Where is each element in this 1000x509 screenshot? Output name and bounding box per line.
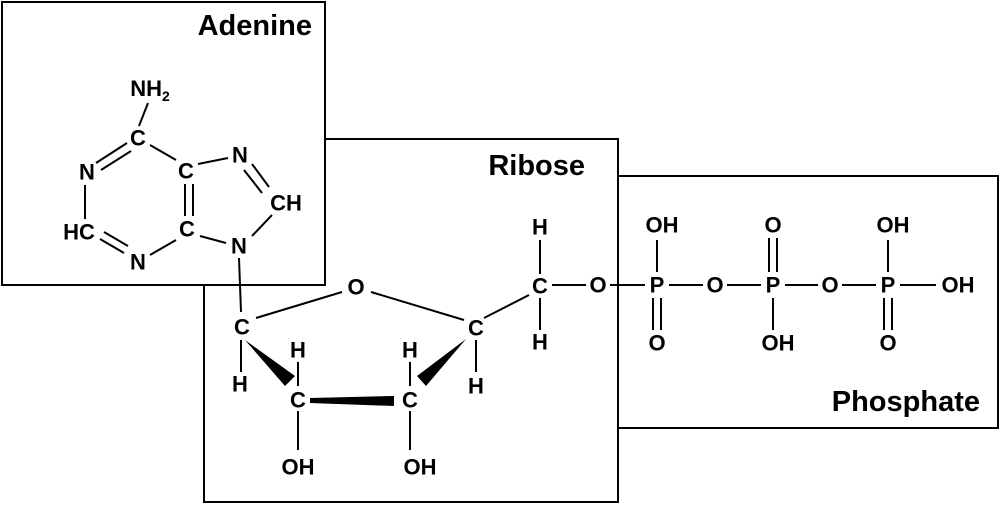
bond-c1-o — [255, 291, 343, 319]
atom-h4: H — [468, 374, 484, 399]
bond-c4-n9 — [199, 235, 227, 244]
atom-c4: C — [468, 316, 484, 341]
bond-n1-c6-b — [100, 150, 132, 171]
ribose-bonds — [240, 240, 586, 450]
atom-h5b: H — [532, 330, 548, 355]
ribose-atoms: O C H H C OH H C OH C H H C H — [232, 215, 548, 480]
atom-h5a: H — [532, 215, 548, 240]
ribose-title: Ribose — [488, 150, 585, 182]
bond-c6-c5 — [149, 144, 177, 161]
atom-c5: C — [532, 274, 548, 299]
atom-p3-oh-top: OH — [877, 213, 910, 238]
atom-h2: H — [290, 338, 306, 363]
bond-c5-n7 — [197, 157, 229, 165]
atom-p1: P — [650, 273, 665, 298]
bond-n7-c8-a — [251, 163, 270, 188]
atom-c4: C — [179, 217, 195, 242]
adenine-title: Adenine — [198, 10, 312, 42]
wedge-c1-c2 — [245, 340, 295, 386]
atom-p1-oh: OH — [646, 213, 679, 238]
atom-c2: C — [290, 388, 306, 413]
atom-c3: C — [402, 388, 418, 413]
atom-oh2: OH — [282, 455, 315, 480]
bond-n3-c4 — [149, 239, 177, 256]
phosphate-bonds — [610, 238, 936, 330]
atom-p3-oh-right: OH — [942, 273, 975, 298]
phosphate-title: Phosphate — [832, 386, 980, 418]
bond-c2-n3-b — [103, 231, 129, 247]
atom-nh2: NH2 — [130, 76, 170, 105]
atom-n9: N — [231, 234, 247, 259]
bold-bond-c2-c3 — [310, 396, 394, 406]
bond-n7-c8-b — [243, 169, 263, 194]
atom-n7: N — [232, 143, 248, 168]
atom-h3: H — [402, 338, 418, 363]
atom-n3: N — [130, 250, 146, 275]
bond-nh2-c6 — [138, 102, 149, 127]
atom-c1: C — [234, 315, 250, 340]
phosphate-atoms: O OH P O O O P OH O OH P O OH — [589, 213, 974, 356]
atom-p3-o: O — [879, 331, 896, 356]
adenine-atoms: NH2 C N C N CH HC C N N — [63, 76, 302, 275]
bond-n9-c1 — [238, 257, 242, 313]
atom-ring-o: O — [347, 275, 364, 300]
atom-p3: P — [881, 273, 896, 298]
bond-o-c4 — [370, 291, 465, 321]
atom-c5: C — [178, 159, 194, 184]
bond-n1-c6-a — [95, 142, 128, 164]
atom-o-link1: O — [589, 273, 606, 298]
atom-n1: N — [79, 160, 95, 185]
atom-h1: H — [232, 372, 248, 397]
atom-c6: C — [130, 126, 146, 151]
atom-o-link2: O — [706, 273, 723, 298]
atom-c2: HC — [63, 220, 95, 245]
atom-o-link3: O — [821, 273, 838, 298]
bond-c2-n3-a — [99, 238, 125, 254]
adenine-bonds — [84, 102, 273, 313]
atom-oh3: OH — [404, 455, 437, 480]
bond-c8-n9 — [251, 214, 273, 237]
atom-c8: CH — [270, 191, 302, 216]
adenine-box — [1, 1, 326, 286]
atom-p1-o: O — [648, 331, 665, 356]
bond-c4-c5 — [483, 294, 530, 319]
wedge-c4-c3 — [417, 339, 466, 386]
atom-p2: P — [766, 273, 781, 298]
phosphate-box — [615, 175, 999, 429]
atom-p2-o: O — [764, 213, 781, 238]
atom-p2-oh: OH — [762, 331, 795, 356]
